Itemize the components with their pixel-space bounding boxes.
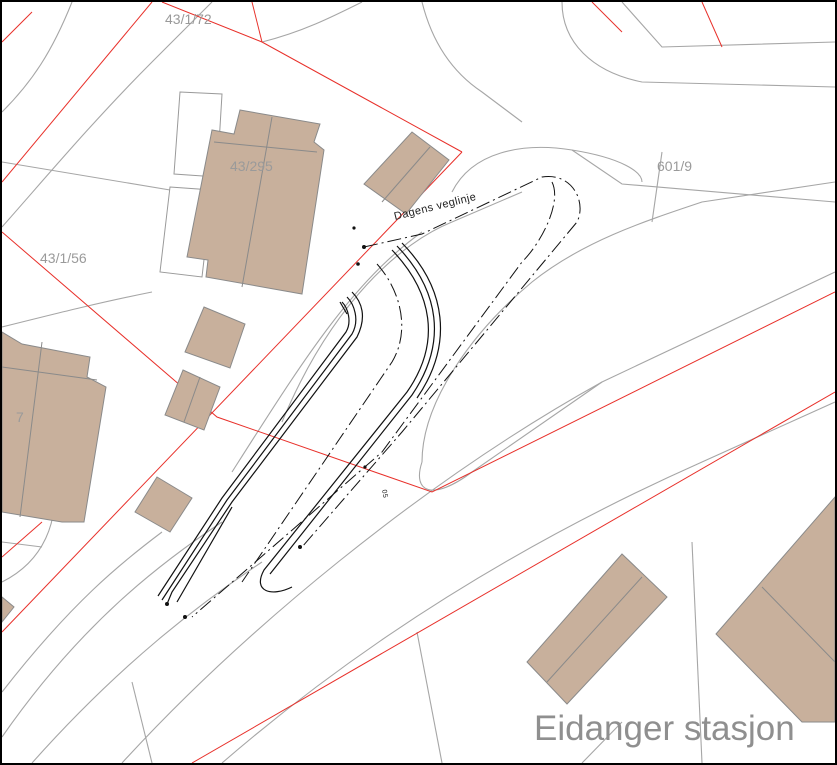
building-small-2 bbox=[164, 369, 221, 431]
building-7 bbox=[2, 331, 107, 523]
road-design bbox=[157, 176, 581, 619]
building-shed bbox=[363, 131, 450, 215]
parcel-label-601-9: 601/9 bbox=[657, 158, 692, 174]
building-south-1 bbox=[526, 553, 668, 705]
building-small-1 bbox=[184, 306, 246, 369]
station-label: Eidanger stasjon bbox=[534, 709, 795, 748]
parcel-label-43-1-72: 43/1/72 bbox=[165, 11, 212, 27]
buildings bbox=[2, 109, 835, 723]
parcel-label-43-295: 43/295 bbox=[230, 158, 273, 174]
building-43-295 bbox=[186, 109, 325, 295]
building-edge bbox=[2, 596, 15, 623]
building-small-3 bbox=[134, 476, 193, 533]
parcel-label-7: 7 bbox=[16, 409, 24, 425]
building-south-2 bbox=[715, 496, 835, 723]
parcel-label-43-1-56: 43/1/56 bbox=[40, 250, 87, 266]
marker-label: 05 bbox=[380, 489, 388, 499]
